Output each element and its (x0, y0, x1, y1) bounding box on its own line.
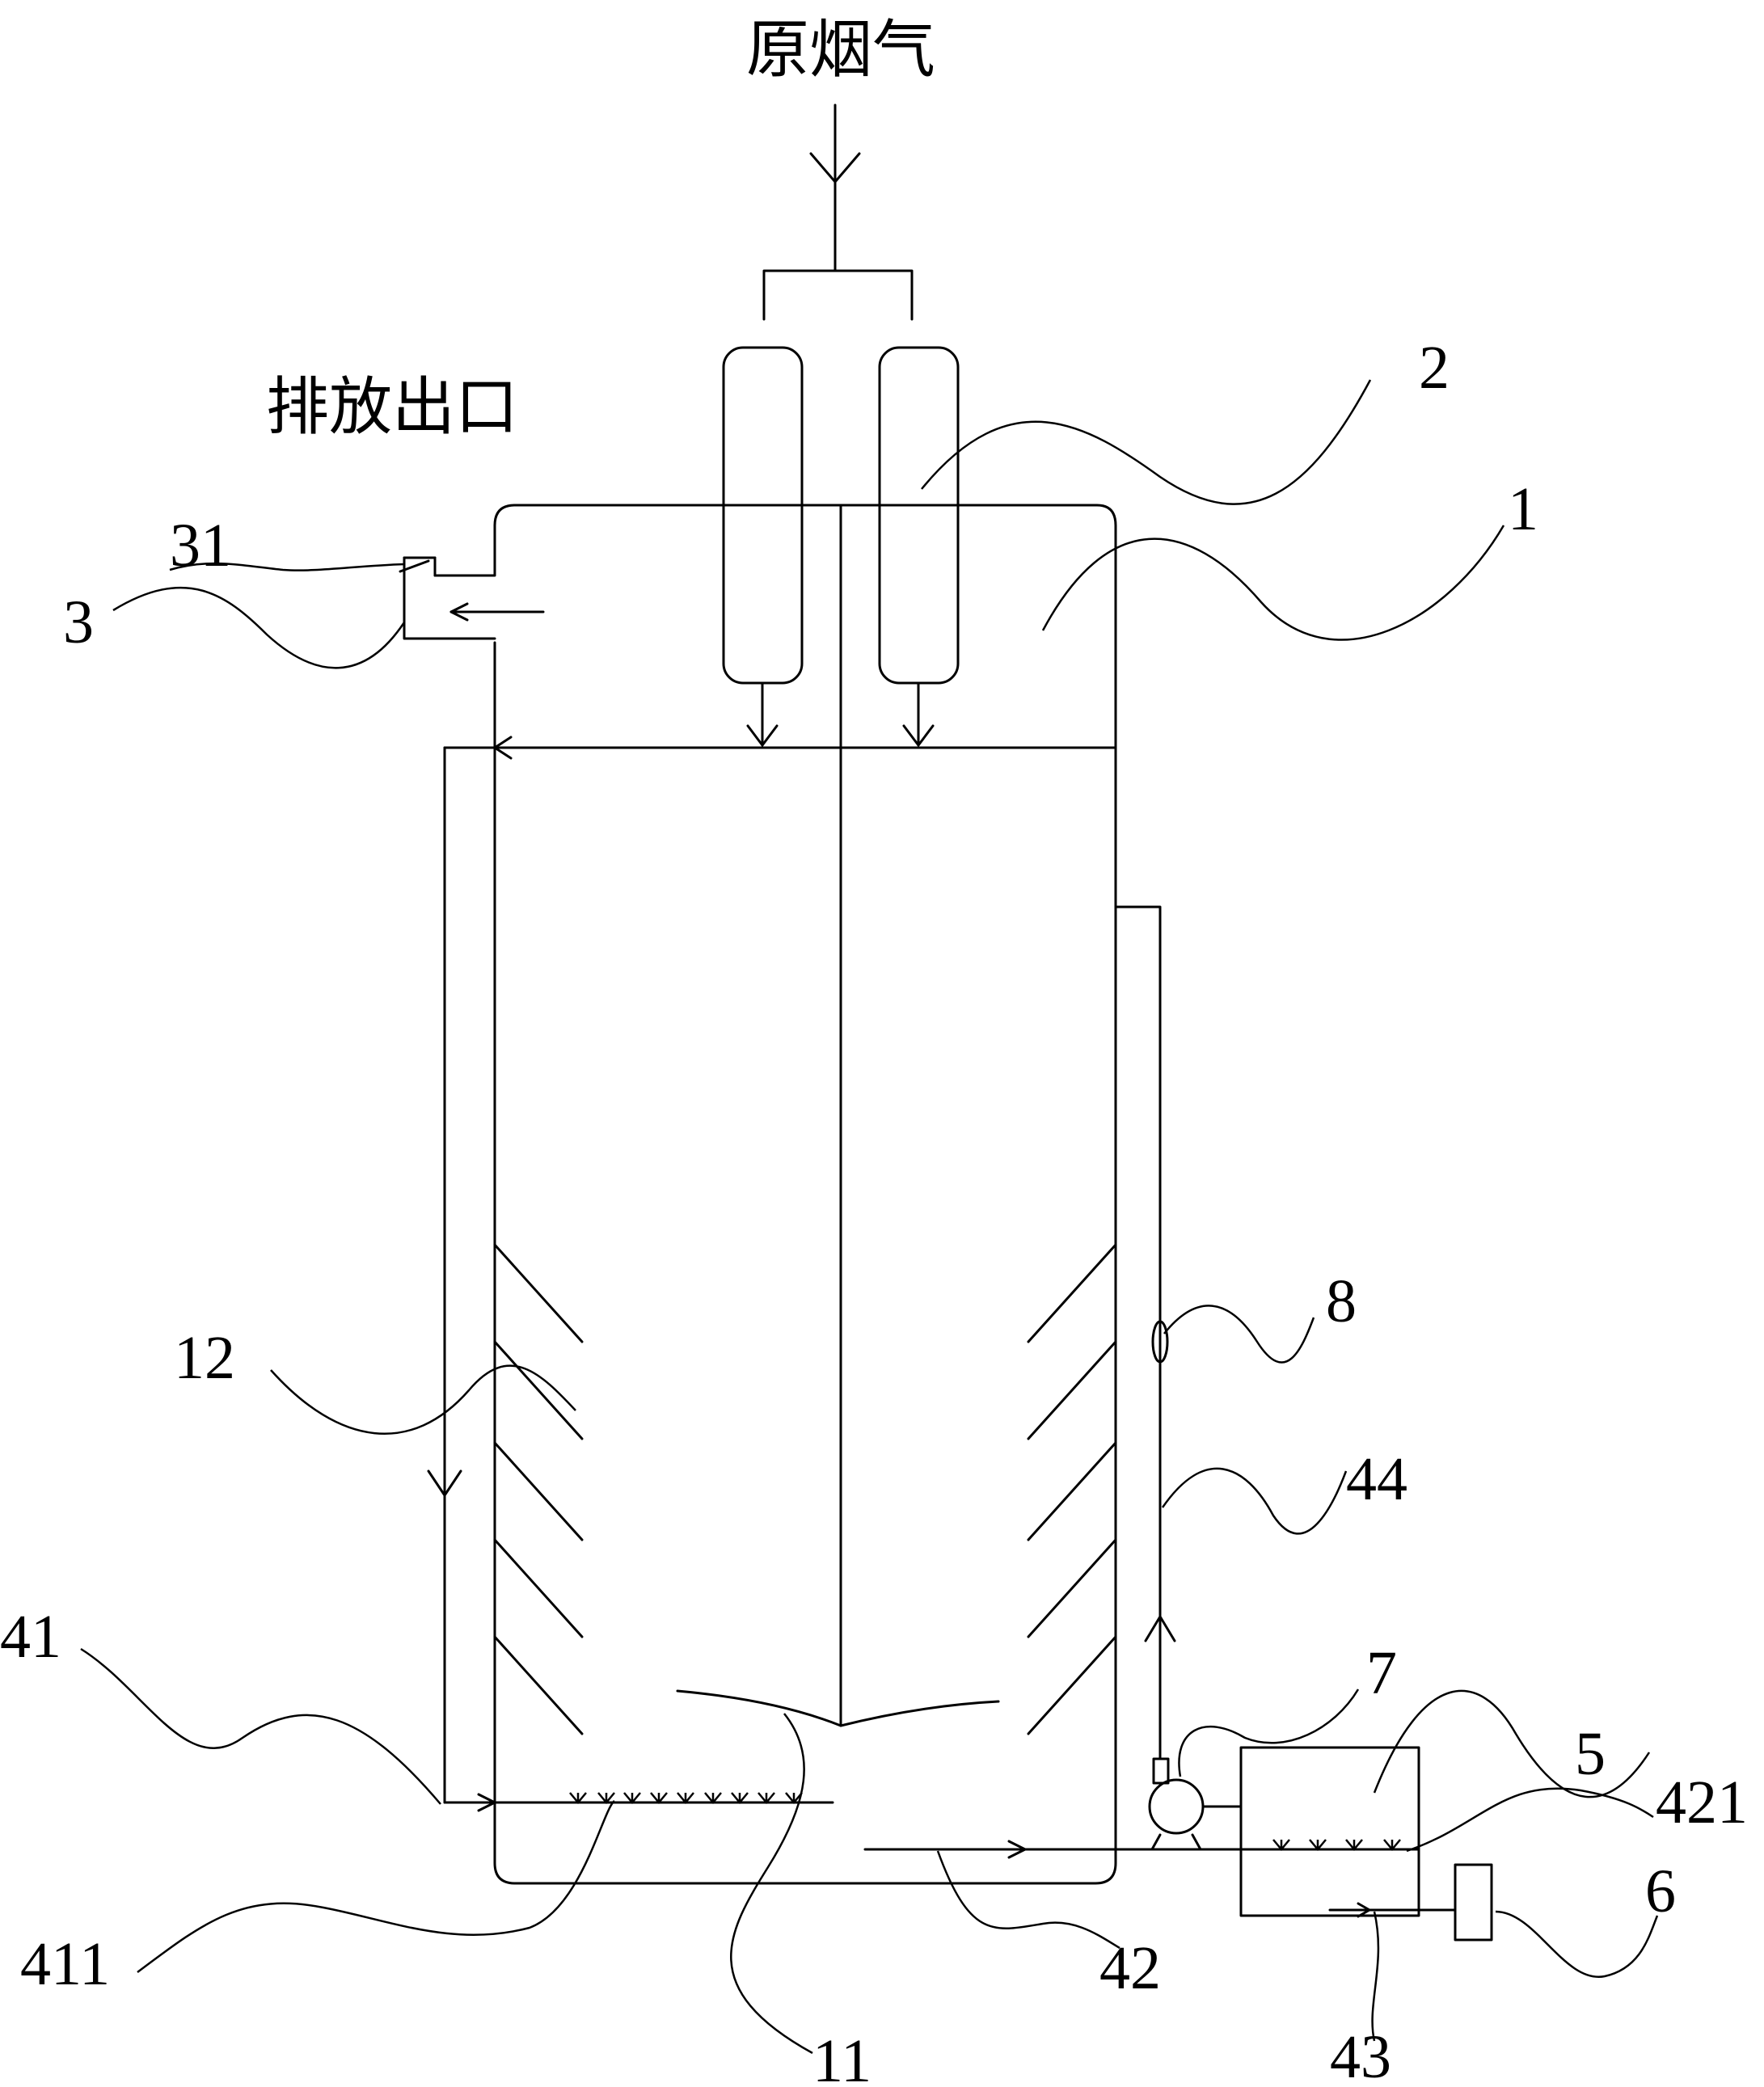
label-6: 6 (1645, 1857, 1676, 1925)
inlet-arrow-icon (809, 152, 861, 183)
label-2: 2 (1419, 334, 1450, 402)
label-3: 3 (63, 588, 94, 656)
outlet-nozzle (399, 556, 545, 640)
outlet-arrow-icon (449, 602, 469, 622)
down-arrow-icon (746, 724, 779, 747)
aeration-nozzles (569, 1792, 803, 1804)
label-1: 1 (1508, 475, 1538, 543)
label-42: 42 (1099, 1934, 1161, 2002)
curved-plate (676, 1689, 1000, 1727)
right-arrow-icon (1007, 1840, 1027, 1859)
pump (1148, 1757, 1243, 1851)
tank-nozzles (1272, 1839, 1401, 1851)
down-arrow-icon (902, 724, 935, 747)
riser-pipe (1114, 905, 1176, 1760)
scrubber-unit-left (722, 346, 804, 747)
baffles-right (1027, 1243, 1117, 1735)
instrument-8 (1151, 1320, 1169, 1364)
scrubber-unit-right (878, 346, 960, 747)
discharge-outlet-label: 排放出口 (266, 371, 518, 444)
label-8: 8 (1326, 1267, 1357, 1335)
right-arrow-icon (477, 1793, 496, 1812)
tower-body (433, 504, 1117, 1885)
leader-lines (80, 379, 1659, 2055)
label-43: 43 (1330, 2023, 1391, 2087)
baffles-left (493, 1243, 584, 1735)
damper-icon (399, 559, 430, 573)
tank (1239, 1746, 1457, 1918)
label-44: 44 (1346, 1445, 1407, 1513)
label-421: 421 (1656, 1769, 1748, 1836)
downcomer-pipe (427, 746, 496, 1804)
device-6 (1454, 1863, 1493, 1942)
up-arrow-icon (1144, 1615, 1176, 1642)
inlet-pipe (762, 103, 914, 321)
label-11: 11 (812, 2027, 871, 2087)
label-5: 5 (1575, 1720, 1606, 1788)
label-31: 31 (170, 512, 231, 580)
right-arrow-icon (1357, 1902, 1371, 1918)
label-7: 7 (1366, 1639, 1397, 1707)
label-12: 12 (174, 1324, 235, 1392)
raw-flue-gas-label: 原烟气 (746, 14, 935, 86)
down-arrow-icon (427, 1469, 462, 1497)
aeration-pipe (443, 1792, 834, 1812)
label-41: 41 (0, 1603, 61, 1671)
label-411: 411 (20, 1930, 110, 1998)
